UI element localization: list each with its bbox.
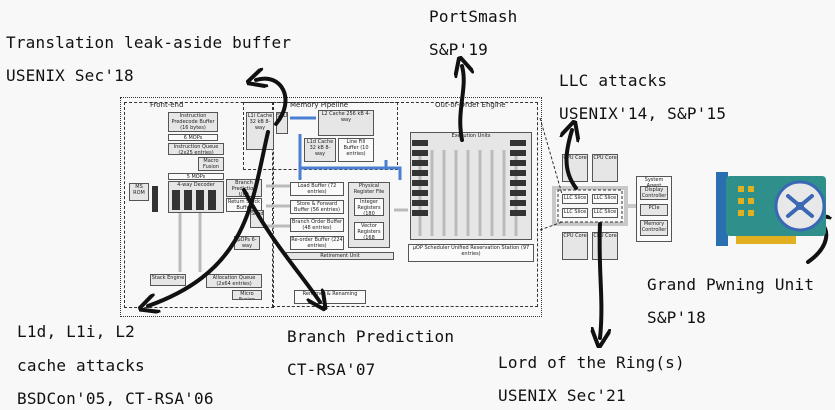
blue-data-path: [290, 118, 400, 180]
portsmash-arrow: [460, 66, 463, 140]
tlb-arrow: [256, 79, 285, 124]
ring-interconnect: [554, 188, 636, 224]
llc-arrow: [567, 130, 577, 188]
ring-arrow: [600, 224, 602, 338]
graphics-card-icon: [716, 172, 826, 246]
exec-port-blocks: [152, 140, 526, 216]
l1-arrow: [148, 132, 268, 306]
